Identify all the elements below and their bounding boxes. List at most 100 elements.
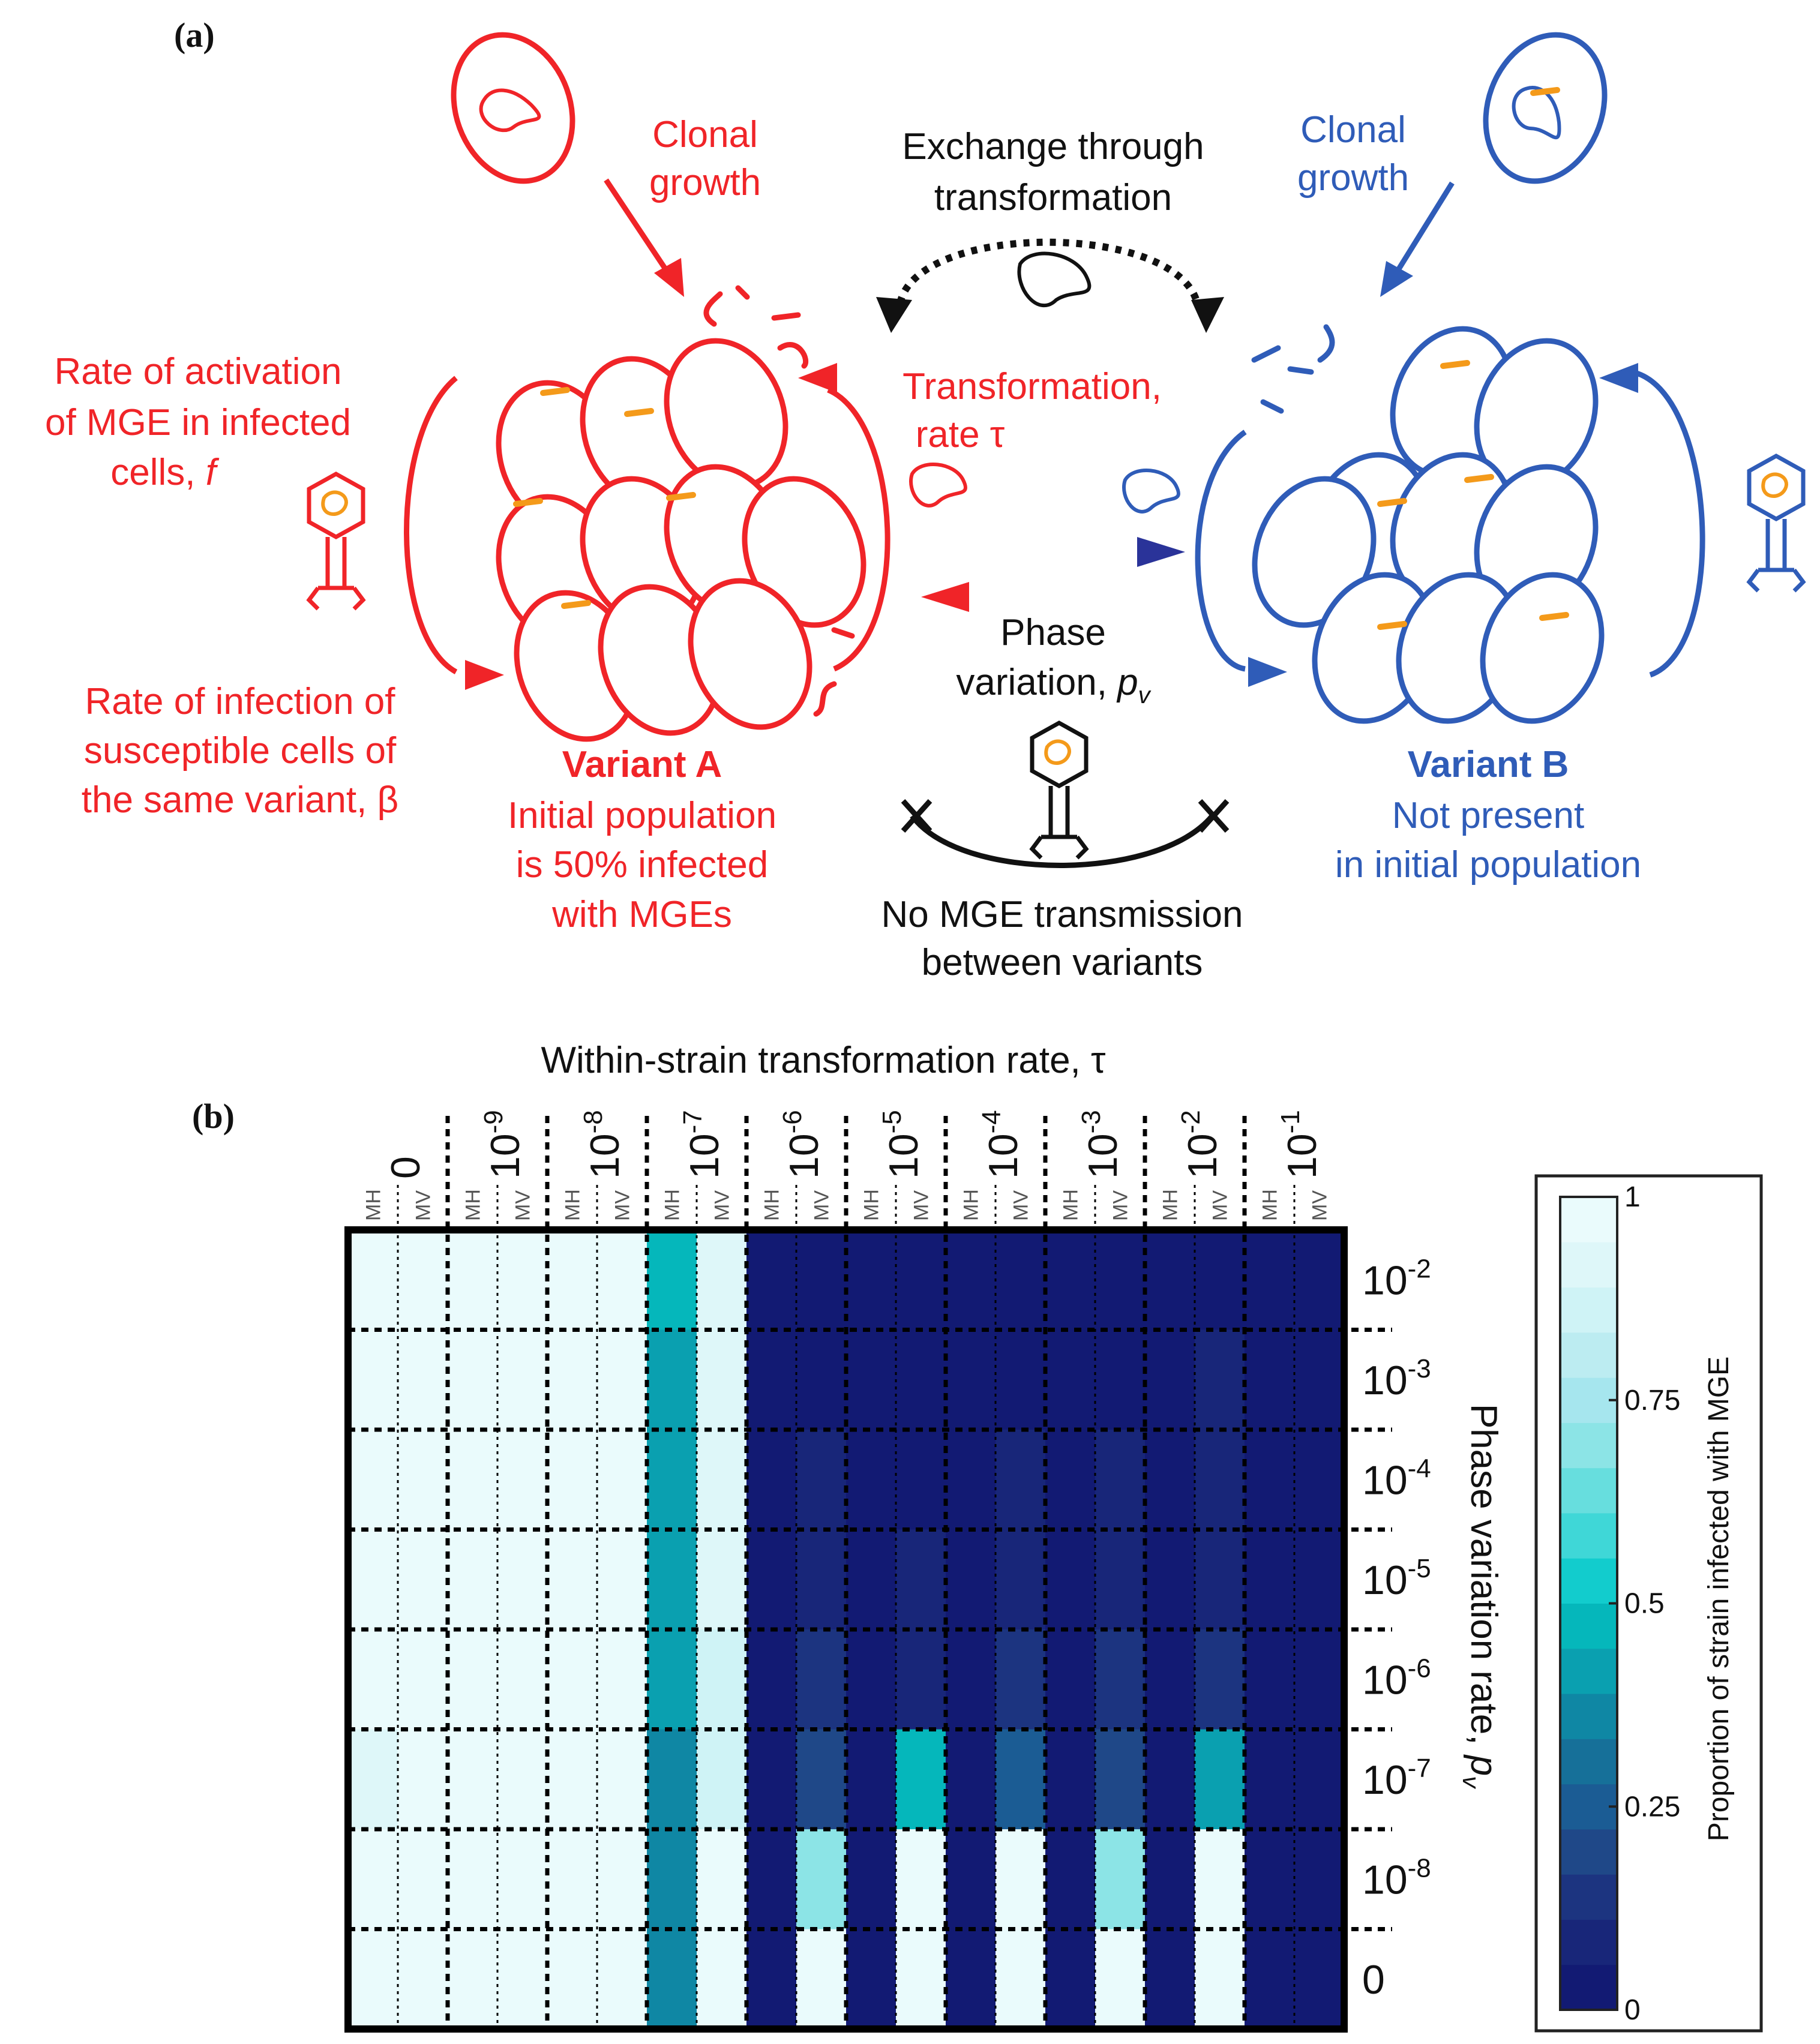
x-group-label: 0 <box>383 1156 428 1179</box>
heatmap-cell <box>597 1829 647 1929</box>
heatmap-cell <box>1145 1529 1195 1630</box>
heatmap-cell <box>846 1529 896 1630</box>
heatmap-cell <box>1095 1529 1146 1630</box>
x-group-label: 10-1 <box>1276 1110 1325 1179</box>
colorbar-swatch <box>1560 1332 1617 1378</box>
x-group-label: 10-7 <box>678 1110 727 1179</box>
heatmap-cell <box>348 1829 398 1929</box>
heatmap-cell <box>697 1629 747 1730</box>
colorbar-tick-label: 0.75 <box>1624 1385 1680 1416</box>
heatmap-cell <box>1195 1529 1245 1630</box>
heatmap-cell <box>846 1230 896 1330</box>
x-group-label: 10-4 <box>977 1110 1026 1179</box>
y-axis-ticks: 10-210-310-410-510-610-710-80 <box>1362 1254 1431 2003</box>
subcolumn-label: MH <box>661 1189 684 1221</box>
heatmap-cell <box>697 1729 747 1830</box>
colorbar-swatch <box>1560 1829 1617 1875</box>
colorbar-swatch <box>1560 1197 1617 1242</box>
heatmap-cell <box>1195 1430 1245 1530</box>
heatmap-cell <box>597 1529 647 1630</box>
variant-b-name: Variant B <box>1408 744 1569 785</box>
transformation-1: Transformation, <box>902 366 1162 407</box>
heatmap-cell <box>547 1529 598 1630</box>
heatmap-grid <box>348 1116 1392 2029</box>
heatmap-cell <box>547 1729 598 1830</box>
colorbar-swatch <box>1560 1512 1617 1559</box>
y-tick-label: 0 <box>1362 1957 1385 2003</box>
heatmap-cell <box>697 1230 747 1330</box>
phage-icon-a <box>306 471 366 611</box>
clonal-growth-b-1: Clonal <box>1300 109 1406 151</box>
heatmap-cell <box>996 1529 1046 1630</box>
infection-3: the same variant, β <box>82 779 398 821</box>
heatmap-cell <box>1095 1929 1146 2030</box>
x-group-label: 10-2 <box>1176 1110 1225 1179</box>
colorbar-swatch <box>1560 1784 1617 1830</box>
variant-b-desc-2: in initial population <box>1335 844 1641 886</box>
heatmap-cell <box>946 1629 996 1730</box>
heatmap-cell <box>448 1729 498 1830</box>
clonal-growth-a-2: growth <box>649 162 761 203</box>
colorbar-swatch <box>1560 1694 1617 1739</box>
heatmap-cell <box>547 1230 598 1330</box>
heatmap-cell <box>1294 1430 1345 1530</box>
heatmap-cell <box>1095 1829 1146 1929</box>
heatmap-cell <box>1045 1430 1096 1530</box>
heatmap-cell <box>348 1529 398 1630</box>
heatmap-cell <box>1294 1829 1345 1929</box>
heatmap-cell <box>796 1430 847 1530</box>
heatmap-cell <box>846 1629 896 1730</box>
heatmap-cell <box>996 1629 1046 1730</box>
phase-variation-2: variation, pv <box>956 662 1151 709</box>
heatmap-cell <box>1245 1430 1295 1530</box>
colorbar-tick-label: 0.25 <box>1624 1791 1680 1823</box>
exchange-1: Exchange through <box>902 126 1204 167</box>
heatmap-cell <box>398 1729 448 1830</box>
heatmap-cell <box>547 1829 598 1929</box>
heatmap-cell <box>1195 1729 1245 1830</box>
colorbar-swatch <box>1560 1739 1617 1785</box>
heatmap-cell <box>1095 1629 1146 1730</box>
subcolumn-label: MH <box>1060 1189 1083 1221</box>
subcolumn-label: MH <box>960 1189 983 1221</box>
colorbar-swatch <box>1560 1242 1617 1288</box>
heatmap-cell <box>398 1829 448 1929</box>
heatmap-cell <box>1245 1230 1295 1330</box>
subcolumn-label: MH <box>860 1189 883 1221</box>
heatmap-cell <box>448 1329 498 1430</box>
clonal-growth-a-1: Clonal <box>652 114 758 155</box>
heatmap-cell <box>448 1829 498 1929</box>
heatmap-cell <box>647 1829 697 1929</box>
heatmap-cell <box>1294 1629 1345 1730</box>
heatmap-cell <box>1245 1829 1295 1929</box>
y-axis-title: Phase variation rate, pv <box>1458 1404 1504 1789</box>
subcolumn-label: MH <box>562 1189 584 1221</box>
heatmap-cell <box>846 1929 896 2030</box>
y-tick-label: 10-8 <box>1362 1853 1431 1902</box>
colorbar-tick-label: 0 <box>1624 1994 1641 2026</box>
panel-a-label: (a) <box>174 16 215 55</box>
heatmap-cell <box>1245 1929 1295 2030</box>
heatmap-cell <box>746 1629 797 1730</box>
heatmap-cell <box>1245 1729 1295 1830</box>
heatmap-cell <box>647 1430 697 1530</box>
heatmap-cell <box>348 1430 398 1530</box>
heatmap-cell <box>946 1430 996 1530</box>
heatmap-cell <box>497 1829 548 1929</box>
heatmap-cell <box>647 1230 697 1330</box>
colorbar-label: Proportion of strain infected with MGE <box>1703 1356 1735 1841</box>
colorbar-tick-label: 1 <box>1624 1181 1641 1213</box>
heatmap-cell <box>1095 1430 1146 1530</box>
heatmap-cell <box>497 1629 548 1730</box>
heatmap-cell <box>348 1329 398 1430</box>
heatmap-cell <box>497 1329 548 1430</box>
heatmap-cell <box>697 1329 747 1430</box>
activation-1: Rate of activation <box>54 351 341 392</box>
heatmap-cell <box>1145 1829 1195 1929</box>
heatmap-cell <box>697 1430 747 1530</box>
heatmap-cell <box>1245 1629 1295 1730</box>
colorbar-swatch <box>1560 1648 1617 1694</box>
heatmap-cell <box>1045 1729 1096 1830</box>
heatmap-cell <box>497 1929 548 2030</box>
colorbar-swatch <box>1560 1964 1617 2010</box>
